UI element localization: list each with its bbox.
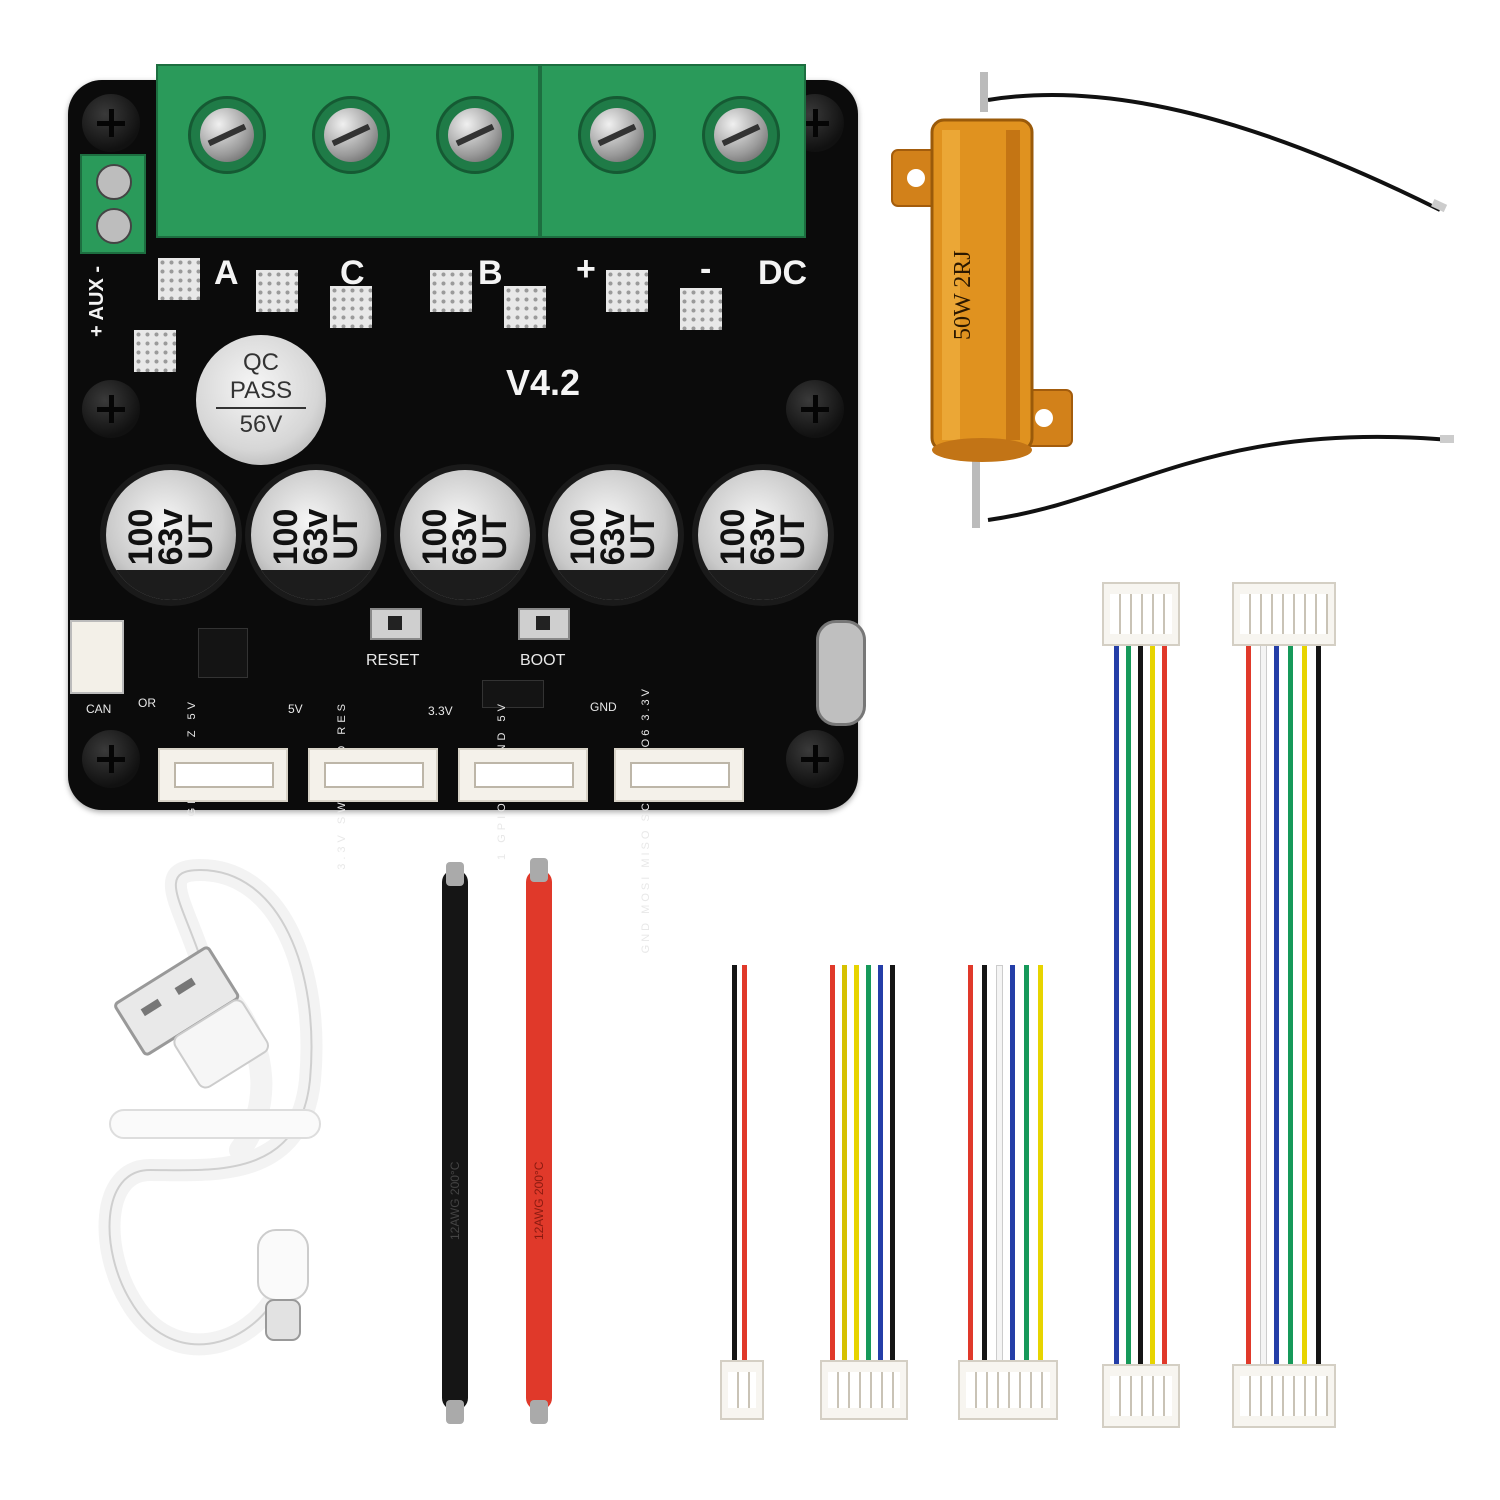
- screw-terminal-icon: [312, 96, 390, 174]
- jst-2pin-connector: [720, 1360, 764, 1420]
- phase-b-label: B: [478, 254, 503, 292]
- dc-plus-label: +: [576, 250, 596, 288]
- aux-terminal: [80, 154, 146, 254]
- motor-phase-terminal: [156, 64, 540, 238]
- or-label: OR: [138, 696, 156, 710]
- red-wire-print: 12AWG 200°C: [532, 1161, 546, 1240]
- phase-c-label: C: [340, 254, 365, 292]
- mount-hole-icon: [82, 730, 140, 788]
- jst-5pin-long-bottom: [1102, 1364, 1180, 1428]
- jst-6pin-long-bottom: [1232, 1364, 1336, 1428]
- aux-label: + AUX -: [86, 266, 108, 337]
- jst-5pin-long-top: [1102, 582, 1180, 646]
- mount-hole-icon: [82, 380, 140, 438]
- black-silicone-wire: [442, 870, 468, 1410]
- jst-5pin-connector: [820, 1360, 908, 1420]
- screw-terminal-icon: [578, 96, 656, 174]
- gnd-label: GND: [590, 700, 617, 714]
- motor-driver-board: + AUX - A C B + - DC V4.2 QC PASS 56V 10…: [68, 64, 866, 953]
- phase-a-label: A: [214, 254, 239, 292]
- qc-pass-sticker: QC PASS 56V: [196, 335, 326, 465]
- usb-a-plug-icon: [180, 945, 181, 946]
- dc-minus-label: -: [700, 250, 712, 288]
- usb-c-plug-icon: [280, 1300, 281, 1301]
- screw-terminal-icon: [436, 96, 514, 174]
- jst-header: [458, 748, 588, 802]
- power-resistor: [891, 72, 1454, 528]
- mount-hole-icon: [786, 730, 844, 788]
- boot-button: [518, 608, 570, 640]
- usb-cable: [98, 858, 323, 1356]
- reset-button: [370, 608, 422, 640]
- boot-label: BOOT: [520, 652, 566, 669]
- jst-6pin-connector: [958, 1360, 1058, 1420]
- jst-header: [614, 748, 744, 802]
- screw-terminal-icon: [188, 96, 266, 174]
- version-label: V4.2: [506, 362, 581, 403]
- dc-power-terminal: [540, 64, 806, 238]
- 5v-label: 5V: [288, 702, 303, 716]
- can-label: CAN: [86, 702, 112, 716]
- can-connector: [70, 620, 124, 694]
- reset-label: RESET: [366, 652, 420, 669]
- header4-label: GND MOSI MISO SCK CS_IO6 3.3V: [640, 686, 652, 954]
- mount-hole-icon: [82, 94, 140, 152]
- jst-header: [308, 748, 438, 802]
- black-wire-print: 12AWG 200°C: [448, 1161, 462, 1240]
- red-silicone-wire: [526, 870, 552, 1410]
- resistor-marking: 50W 2RJ: [950, 250, 976, 340]
- usb-c-port: [816, 620, 866, 726]
- dc-label: DC: [758, 254, 808, 292]
- screw-terminal-icon: [702, 96, 780, 174]
- 3v3-label: 3.3V: [428, 704, 453, 718]
- mount-hole-icon: [786, 380, 844, 438]
- jst-6pin-long-top: [1232, 582, 1336, 646]
- jst-header: [158, 748, 288, 802]
